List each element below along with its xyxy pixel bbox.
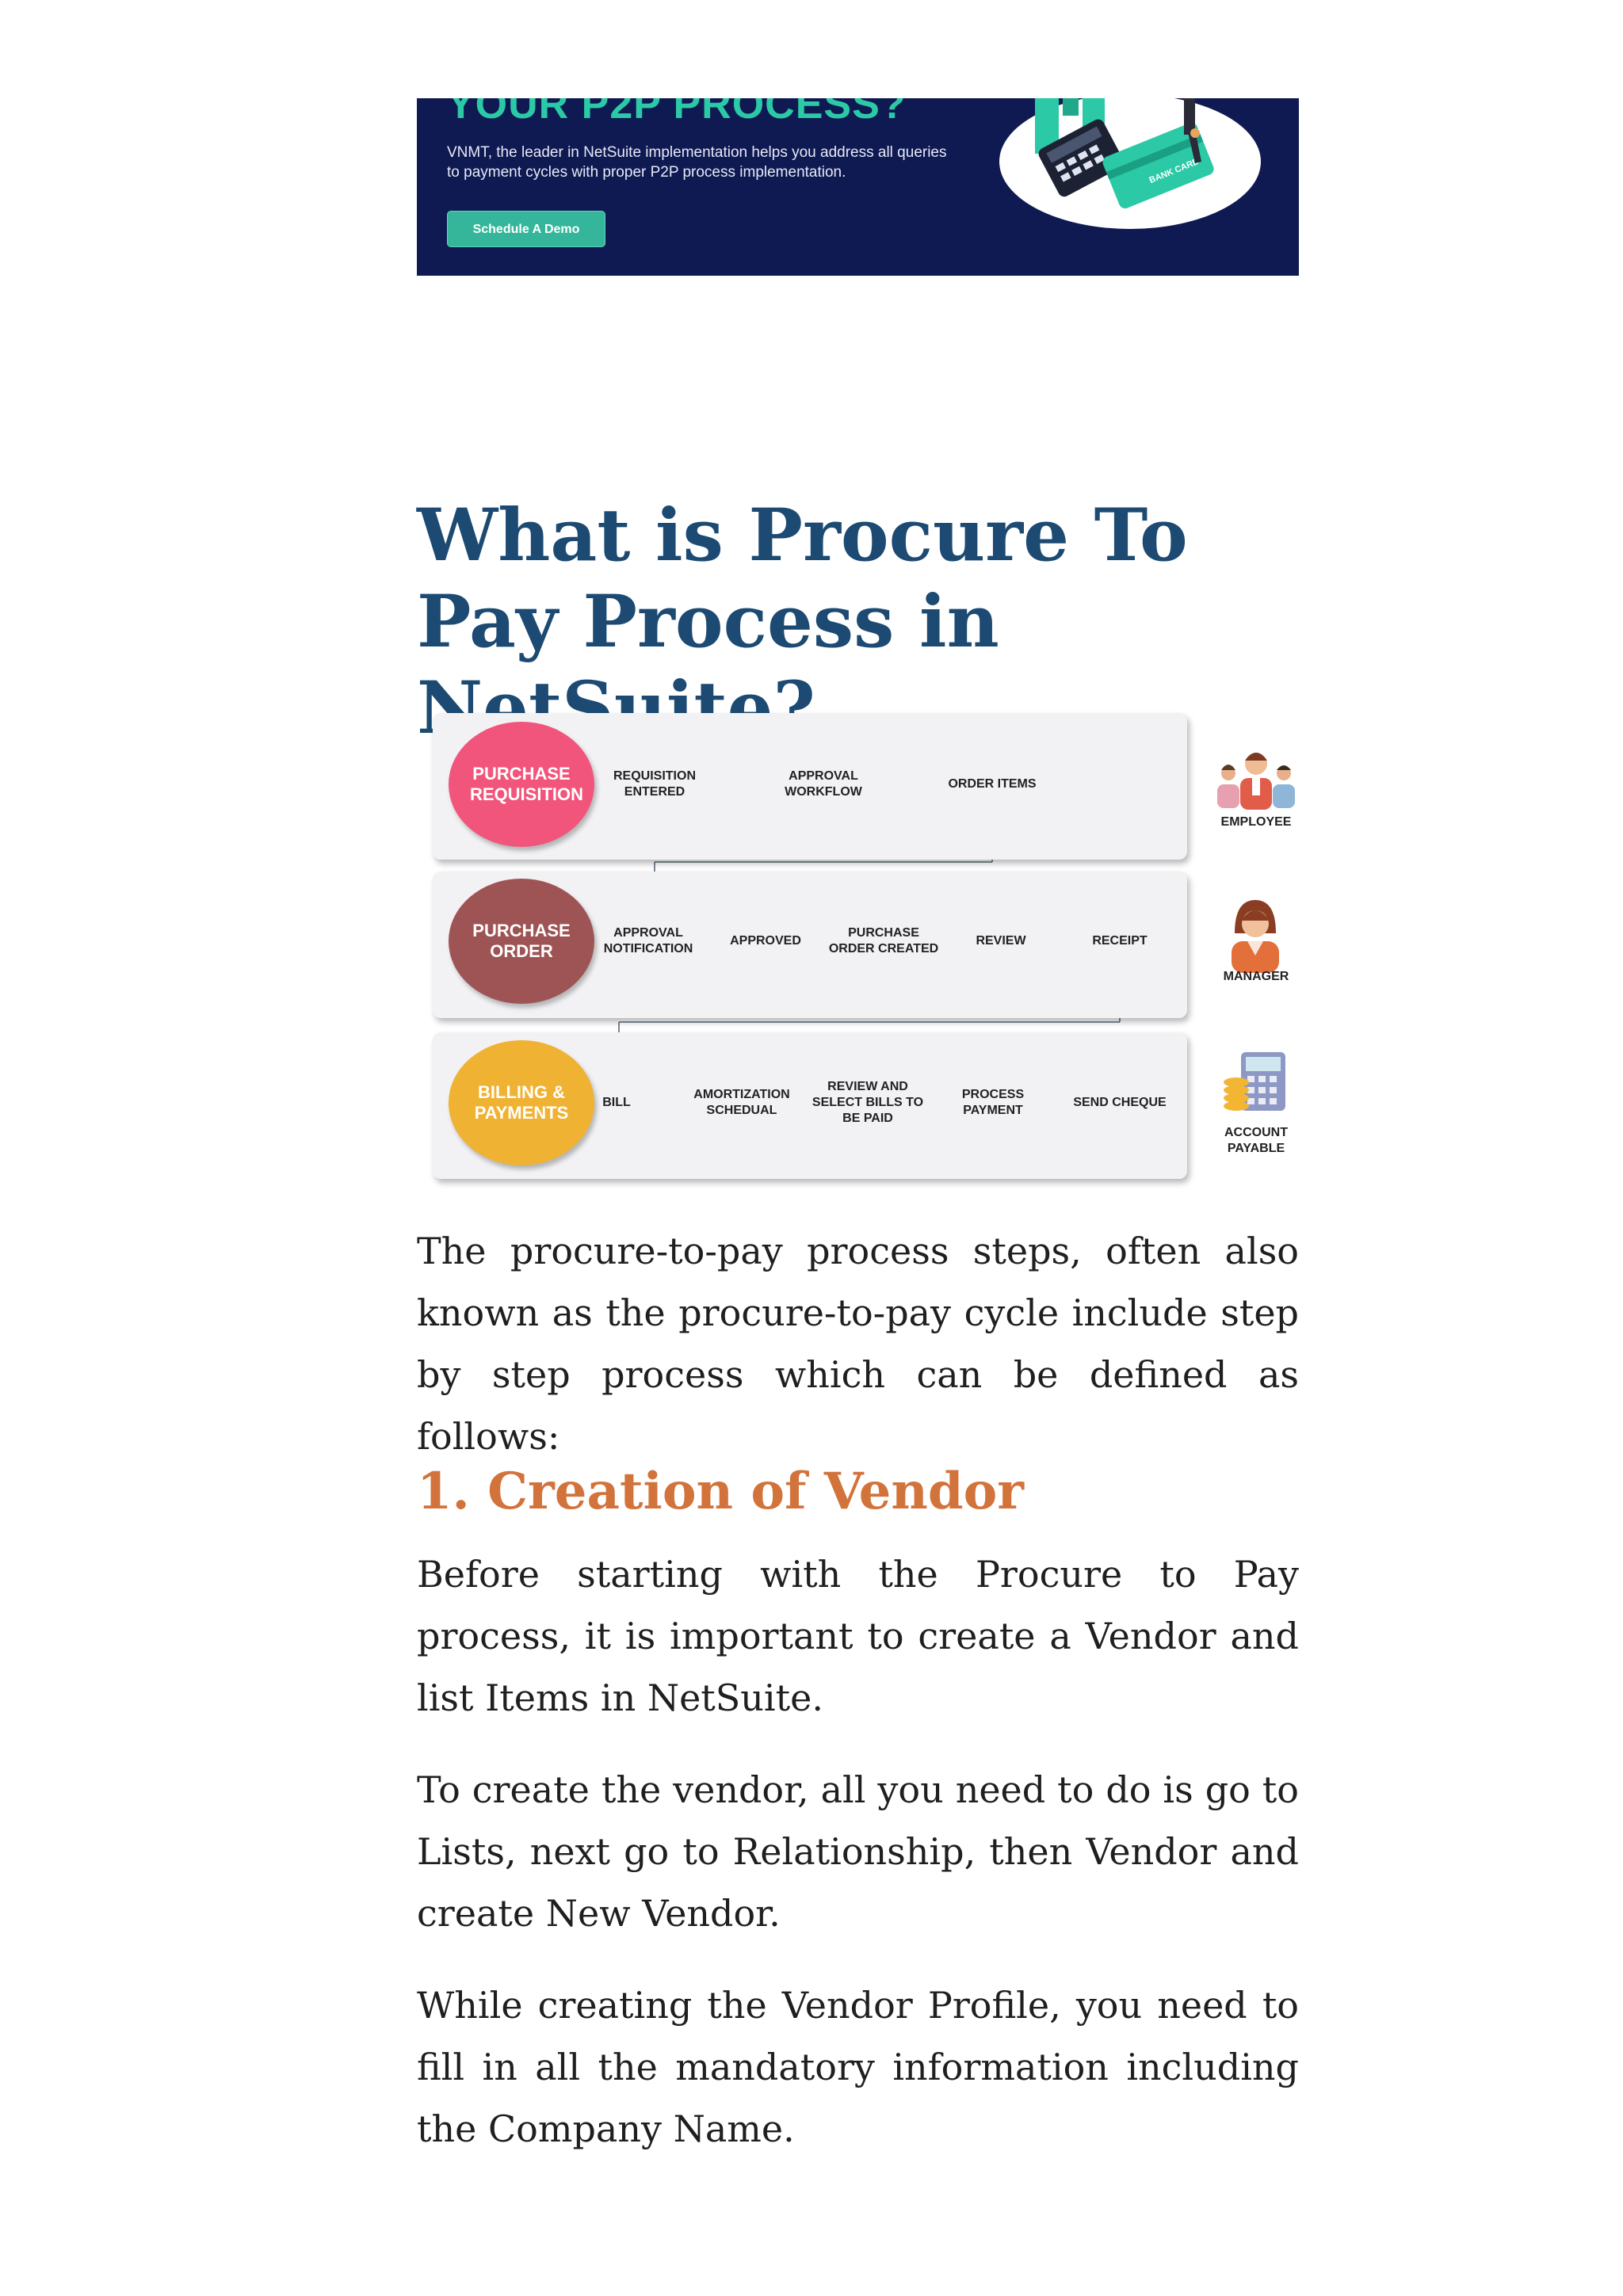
manager-icon: [1224, 894, 1287, 976]
process-step: APPROVAL WORKFLOW: [785, 769, 862, 799]
process-step: PURCHASE ORDER CREATED: [828, 926, 939, 955]
process-step: APPROVED: [730, 934, 801, 948]
stage-label: BILLING & PAYMENTS: [474, 1082, 569, 1123]
process-step: SEND CHEQUE: [1073, 1096, 1167, 1109]
calculator-coins-icon: [1219, 1047, 1290, 1122]
section-title: 1. Creation of Vendor: [417, 1462, 1024, 1521]
stage-oval: PURCHASE REQUISITION: [449, 722, 594, 847]
process-step: ORDER ITEMS: [948, 777, 1037, 791]
process-step: REVIEW AND SELECT BILLS TO BE PAID: [812, 1080, 924, 1125]
employee-group-icon: [1212, 746, 1300, 813]
section-paragraph-2: To create the vendor, all you need to do…: [417, 1768, 1299, 1935]
stage-oval: BILLING & PAYMENTS: [449, 1040, 594, 1165]
role-label: EMPLOYEE: [1220, 815, 1292, 829]
process-step: AMORTIZATION SCHEDUAL: [693, 1088, 790, 1117]
banner-text: VNMT, the leader in NetSuite implementat…: [447, 144, 947, 181]
process-step: PROCESS PAYMENT: [961, 1088, 1025, 1117]
section-paragraph-3: While creating the Vendor Profile, you n…: [417, 1984, 1299, 2150]
page-title: What is Procure To Pay Process in NetSui…: [417, 494, 1188, 750]
process-step: REQUISITION ENTERED: [613, 769, 696, 799]
role-label: ACCOUNT PAYABLE: [1224, 1126, 1288, 1155]
role-label: MANAGER: [1223, 970, 1289, 983]
stage-label: PURCHASE REQUISITION: [470, 764, 584, 804]
process-step: APPROVAL NOTIFICATION: [603, 926, 693, 955]
promo-banner: YOUR P2P PROCESS? VNMT, the leader in Ne…: [417, 98, 1299, 276]
stage-label: PURCHASE ORDER: [472, 921, 571, 961]
process-step: RECEIPT: [1092, 934, 1148, 948]
stage-oval: PURCHASE ORDER: [449, 879, 594, 1004]
procure-to-pay-diagram: PURCHASE REQUISITION REQUISITION ENTERED A…: [417, 697, 1299, 1188]
banner-heading: YOUR P2P PROCESS?: [447, 98, 907, 128]
section-paragraph-1: Before starting with the Procure to Pay …: [417, 1553, 1299, 1719]
schedule-demo-button[interactable]: Schedule A Demo: [447, 211, 605, 247]
process-step: REVIEW: [976, 934, 1026, 948]
process-step: BILL: [602, 1096, 631, 1109]
payment-terminal-illustration: BANK CARD: [999, 98, 1261, 229]
intro-paragraph: The procure-to-pay process steps, often …: [417, 1230, 1299, 1458]
